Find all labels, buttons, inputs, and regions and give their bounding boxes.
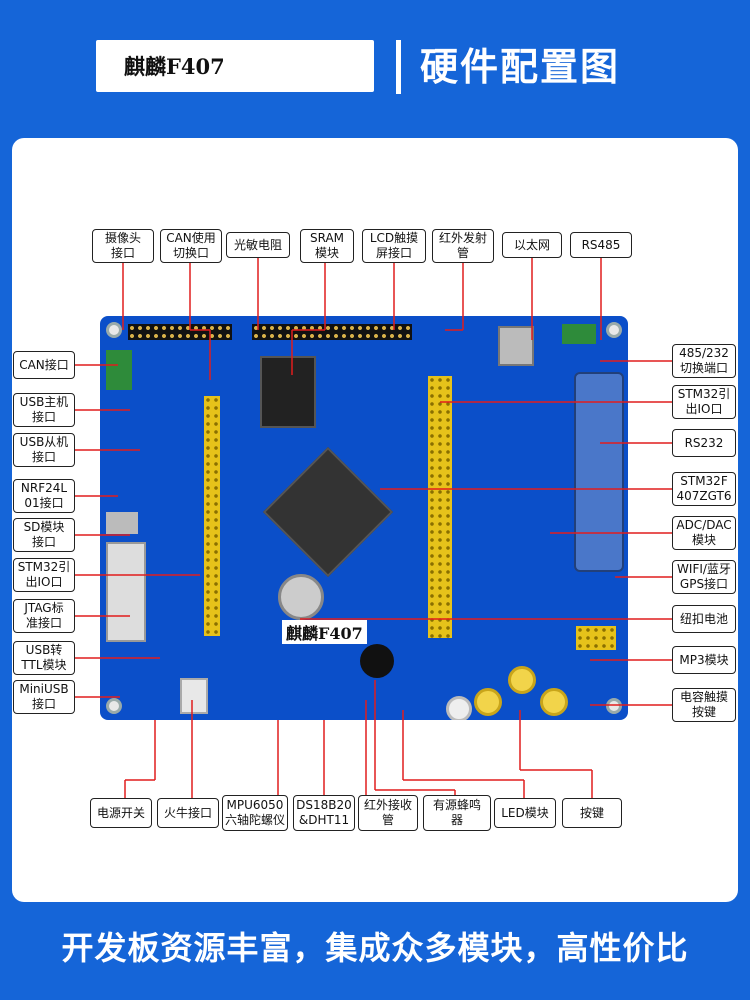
key-button [508,666,536,694]
sram-chip [260,356,316,428]
label-ethernet: 以太网 [502,232,562,258]
label-can-switch: CAN使用 切换口 [160,229,222,263]
product-name: 麒麟F407 [124,54,225,79]
label-photoresistor: 光敏电阻 [226,232,290,258]
page-title: 硬件配置图 [420,45,621,89]
label-mp3-module: MP3模块 [672,646,736,674]
label-nrf24l01: NRF24L 01接口 [13,479,75,513]
label-usb-ttl: USB转 TTL模块 [13,641,75,675]
header-divider [396,40,401,94]
rs232-ports [574,372,624,572]
label-led-module: LED模块 [494,798,556,828]
mount-hole [606,322,622,338]
label-mpu6050: MPU6050 六轴陀螺仪 [222,795,288,831]
key-button [474,688,502,716]
mp3-header [576,626,616,650]
rs485-terminal [562,324,596,344]
lcd-header [252,324,412,340]
label-usb-slave: USB从机 接口 [13,433,75,467]
dev-board-image: 麒麟F407 [100,316,628,720]
label-adc-dac: ADC/DAC 模块 [672,516,736,550]
mount-hole [106,698,122,714]
label-stm32-io-left: STM32引 出IO口 [13,558,75,592]
jtag-connector [106,542,146,642]
label-485-232-switch: 485/232 切换端口 [672,344,736,378]
mount-hole [106,322,122,338]
label-usb-host: USB主机 接口 [13,393,75,427]
label-can-interface: CAN接口 [13,351,75,379]
label-ir-receiver: 红外接收 管 [358,795,418,831]
label-stm32f407zgt6: STM32F 407ZGT6 [672,472,736,506]
label-stm32-io-right: STM32引 出IO口 [672,385,736,419]
board-center-label: 麒麟F407 [282,620,367,644]
product-name-box: 麒麟F407 [96,40,374,92]
key-button [446,696,472,720]
label-power-switch: 电源开关 [90,798,152,828]
buzzer [360,644,394,678]
mount-hole [606,698,622,714]
coin-battery [278,574,324,620]
label-sram-module: SRAM 模块 [300,229,354,263]
label-ds18b20: DS18B20 &DHT11 [293,795,355,831]
label-wifi-gps: WIFI/蓝牙 GPS接口 [672,560,736,594]
label-sd-module: SD模块 接口 [13,518,75,552]
right-io-header [428,376,452,638]
footer-slogan: 开发板资源丰富，集成众多模块，高性价比 [61,929,689,967]
label-touch-key: 电容触摸 按键 [672,688,736,722]
left-io-header [204,396,220,636]
ethernet-jack [498,326,534,366]
label-lcd-touch: LCD触摸 屏接口 [362,229,426,263]
label-keys: 按键 [562,798,622,828]
label-camera-interface: 摄像头 接口 [92,229,154,263]
label-ir-transmitter: 红外发射 管 [432,229,494,263]
mcu-chip [262,446,394,578]
label-rs485: RS485 [570,232,632,258]
label-coin-battery: 纽扣电池 [672,605,736,633]
label-rs232: RS232 [672,429,736,457]
key-button [540,688,568,716]
sd-slot [106,512,138,534]
label-jtag: JTAG标 准接口 [13,599,75,633]
dc-jack [180,678,208,714]
label-miniusb: MiniUSB 接口 [13,680,75,714]
label-buzzer: 有源蜂鸣 器 [423,795,491,831]
label-dc-power: 火牛接口 [157,798,219,828]
camera-header [128,324,232,340]
can-terminal [106,350,132,390]
